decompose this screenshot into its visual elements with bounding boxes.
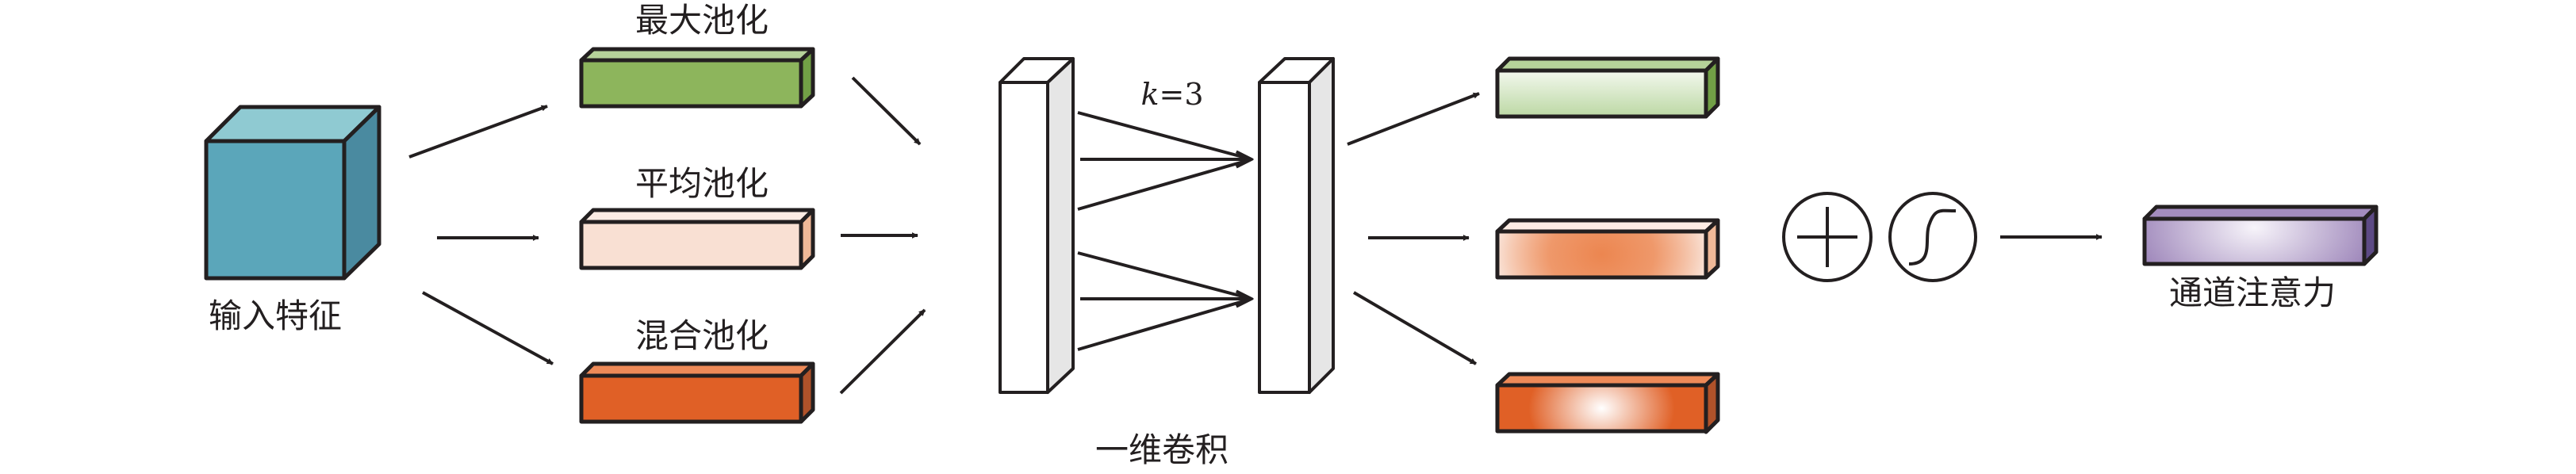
bar-front-face: [1495, 68, 1708, 119]
bar-front-face: [579, 220, 803, 270]
output-mixed-bar: [1495, 372, 1720, 434]
cube-front-face: [204, 139, 347, 281]
column-side-face: [1046, 57, 1075, 394]
label-input-feature: 输入特征: [209, 296, 342, 335]
conv-output-column: [1258, 57, 1335, 394]
column-front-face: [1258, 81, 1311, 394]
label-avg-pooling: 平均池化: [635, 164, 769, 203]
output-max-bar: [1495, 56, 1720, 119]
kernel-line: [1077, 158, 1252, 211]
kernel-var: k: [1140, 77, 1159, 112]
kernel-line: [1077, 297, 1252, 351]
label-channel-attention: 通道注意力: [2169, 273, 2336, 312]
bar-front-face: [2142, 216, 2367, 266]
plus-operator-icon: [1782, 192, 1873, 282]
bar-front-face: [1495, 229, 1708, 280]
label-max-pooling: 最大池化: [635, 1, 769, 40]
label-conv1d: 一维卷积: [1095, 430, 1229, 469]
arrow-input-to-max: [408, 105, 548, 159]
channel-attention-bar: [2142, 205, 2379, 266]
bar-front-face: [1495, 383, 1708, 434]
column-side-face: [1308, 57, 1335, 394]
kernel-eq: =3: [1160, 77, 1204, 112]
label-kernel-size: k=3: [1140, 77, 1203, 112]
output-avg-bar: [1495, 218, 1720, 280]
sigmoid-icon: [1888, 192, 1977, 282]
label-mixed-pooling: 混合池化: [635, 316, 769, 355]
arrow-input-to-mixed: [422, 291, 554, 365]
conv-input-column: [999, 57, 1075, 394]
bar-front-face: [579, 373, 803, 424]
mixed-pooling-bar: [579, 361, 815, 424]
max-pooling-bar: [579, 47, 815, 109]
arrow-conv-to-out-mixed: [1352, 291, 1478, 365]
column-front-face: [999, 81, 1049, 394]
input-feature-cube: [204, 105, 381, 281]
avg-pooling-bar: [579, 208, 815, 270]
kernel-line: [1077, 111, 1252, 161]
arrow-mixed-to-conv: [839, 308, 926, 395]
arrow-conv-to-out-max: [1347, 92, 1480, 146]
arrow-max-to-conv: [851, 76, 922, 146]
kernel-line: [1077, 251, 1252, 300]
bar-front-face: [579, 58, 803, 109]
